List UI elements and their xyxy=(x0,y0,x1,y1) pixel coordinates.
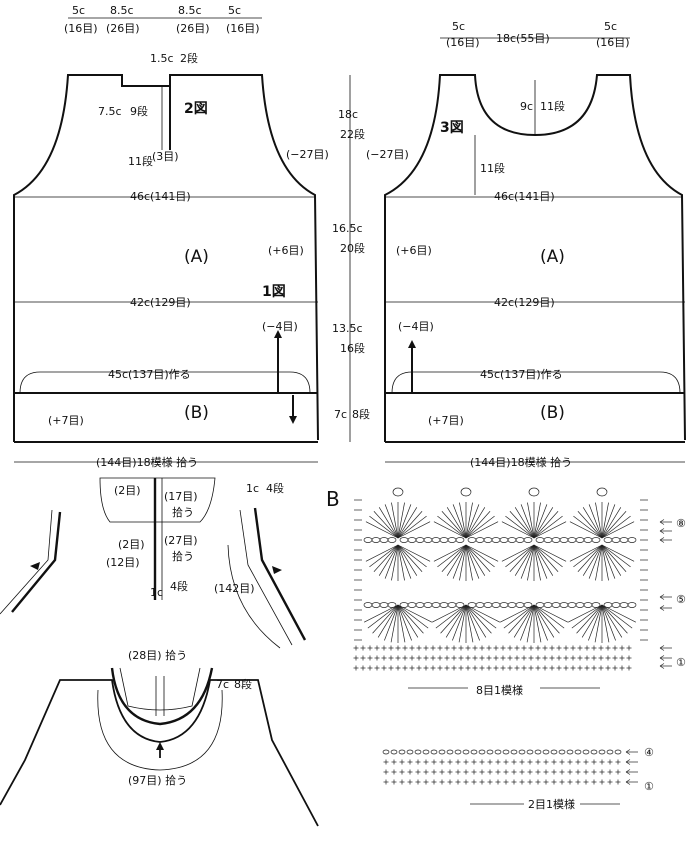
chart-b-row5: ⑤ xyxy=(676,593,686,606)
collar-b-top: (28目) 拾う xyxy=(128,648,187,662)
chart-b-repeat: 8目1模様 xyxy=(476,683,523,697)
back-band-inc: (+7目) xyxy=(428,414,464,427)
chart-small-grid xyxy=(382,749,638,805)
collar-f-s2: (17目) xyxy=(164,490,198,503)
front-top-w1: 5c xyxy=(72,4,85,17)
collar-f-arm: (142目) xyxy=(214,582,255,595)
front-waist: 42c(129目) xyxy=(130,296,191,309)
front-top-w3: 8.5c xyxy=(178,4,202,17)
collar-f-s1: (2目) xyxy=(114,484,141,497)
dim-armhole-rows: 22段 xyxy=(340,127,365,141)
dim-band-rows: 8段 xyxy=(352,407,370,421)
back-piece xyxy=(384,37,686,443)
back-chest: 46c(141目) xyxy=(494,190,555,203)
fig2-label: 2図 xyxy=(184,101,208,117)
collar-b-side: 7c xyxy=(216,678,229,691)
collar-f-c1-rows: 4段 xyxy=(266,481,284,495)
front-neck-small-rows: 2段 xyxy=(180,51,198,65)
front-piece xyxy=(13,17,319,443)
front-neck-bottom-rows: 11段 xyxy=(128,154,153,168)
collar-f-s4b: 拾う xyxy=(172,549,194,563)
collar-b-bottom: (97目) 拾う xyxy=(128,773,187,787)
front-neck-depth: 7.5c xyxy=(98,105,122,118)
fig3-label: 3図 xyxy=(440,120,464,136)
back-top-left-sts: (16目) xyxy=(446,36,480,49)
front-top-c4: (16目) xyxy=(226,22,260,35)
back-neck-depth: 9c xyxy=(520,100,533,113)
collar-f-s4: (27目) xyxy=(164,534,198,547)
back-neck-side-rows: 11段 xyxy=(480,161,505,175)
chart-b-row1: ① xyxy=(676,656,686,669)
collar-f-c2-rows: 4段 xyxy=(170,579,188,593)
front-pickup: (144目)18模様 拾う xyxy=(96,455,198,469)
back-hem: 45c(137目)作る xyxy=(480,368,563,381)
dim-armhole: 18c xyxy=(338,108,358,121)
dim-side-rows: 20段 xyxy=(340,241,365,255)
collar-f-s5: (12目) xyxy=(106,556,140,569)
back-pickup: (144目)18模様 拾う xyxy=(470,455,572,469)
chart-b-label: B xyxy=(326,487,340,511)
chart-small-row1: ① xyxy=(644,780,654,793)
dim-band: 7c xyxy=(334,408,347,421)
front-top-c2: (26目) xyxy=(106,22,140,35)
back-top-mid: 18c(55目) xyxy=(496,32,550,45)
front-side-dec: (−4目) xyxy=(262,320,298,333)
chart-small-row4: ④ xyxy=(644,746,654,759)
front-side-inc: (+6目) xyxy=(268,244,304,257)
back-waist: 42c(129目) xyxy=(494,296,555,309)
front-panel-b: (B) xyxy=(184,403,209,423)
front-hem: 45c(137目)作る xyxy=(108,368,191,381)
front-armhole-dec: (−27目) xyxy=(286,148,329,161)
back-top-right-sts: (16目) xyxy=(596,36,630,49)
chart-b-row8: ⑧ xyxy=(676,517,686,530)
front-top-c3: (26目) xyxy=(176,22,210,35)
collar-b-side-rows: 8段 xyxy=(234,677,252,691)
back-top-right: 5c xyxy=(604,20,617,33)
front-top-c1: (16目) xyxy=(64,22,98,35)
collar-f-c1: 1c xyxy=(246,482,259,495)
collar-f-s2b: 拾う xyxy=(172,505,194,519)
chart-small-repeat: 2目1模様 xyxy=(528,797,575,811)
dim-lower-rows: 16段 xyxy=(340,341,365,355)
front-neck-bottom-sts: (3目) xyxy=(152,150,179,163)
back-top-left: 5c xyxy=(452,20,465,33)
back-armhole-dec: (−27目) xyxy=(366,148,409,161)
fig1-label: 1図 xyxy=(262,284,286,300)
back-neck-depth-rows: 11段 xyxy=(540,99,565,113)
chart-b-grid xyxy=(353,487,672,689)
back-panel-a: (A) xyxy=(540,247,565,267)
back-side-dec: (−4目) xyxy=(398,320,434,333)
back-panel-b: (B) xyxy=(540,403,565,423)
collar-f-c2: 1c xyxy=(150,586,163,599)
front-neck-depth-rows: 9段 xyxy=(130,104,148,118)
front-top-w4: 5c xyxy=(228,4,241,17)
front-chest: 46c(141目) xyxy=(130,190,191,203)
dim-lower: 13.5c xyxy=(332,322,363,335)
front-neck-small: 1.5c xyxy=(150,52,174,65)
collar-f-s3: (2目) xyxy=(118,538,145,551)
front-band-inc: (+7目) xyxy=(48,414,84,427)
front-panel-a: (A) xyxy=(184,247,209,267)
front-top-w2: 8.5c xyxy=(110,4,134,17)
front-collar-detail xyxy=(0,477,307,649)
back-side-inc: (+6目) xyxy=(396,244,432,257)
back-collar-detail xyxy=(0,667,319,827)
dim-side: 16.5c xyxy=(332,222,363,235)
